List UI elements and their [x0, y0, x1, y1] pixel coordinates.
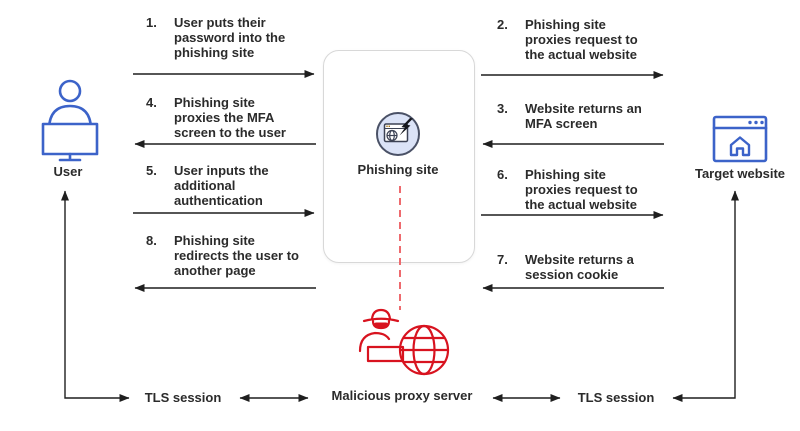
step-8: 8. Phishing site redirects the user to a… [146, 233, 302, 278]
step-1: 1. User puts their password into the phi… [146, 15, 302, 60]
target-website-icon [712, 115, 768, 163]
step-3-text: Website returns an MFA screen [525, 101, 642, 131]
step-5: 5. User inputs the additional authentica… [146, 163, 302, 208]
step-6-number: 6. [497, 167, 508, 182]
step-4-number: 4. [146, 95, 157, 110]
step-3: 3. Website returns an MFA screen [497, 101, 655, 131]
target-tls-connector [672, 190, 739, 402]
step-2-number: 2. [497, 17, 508, 32]
step-1-text: User puts their password into the phishi… [174, 15, 286, 60]
step-2: 2. Phishing site proxies request to the … [497, 17, 655, 62]
malicious-proxy-icon [358, 308, 450, 376]
step-8-text: Phishing site redirects the user to anot… [174, 233, 299, 278]
step-4: 4. Phishing site proxies the MFA screen … [146, 95, 302, 140]
user-icon [41, 79, 99, 162]
malicious-proxy-label: Malicious proxy server [331, 388, 473, 403]
step-7-number: 7. [497, 252, 508, 267]
step-7-text: Website returns a session cookie [525, 252, 634, 282]
step-2-text: Phishing site proxies request to the act… [525, 17, 638, 62]
target-website-label: Target website [694, 166, 786, 181]
user-label: User [53, 164, 83, 179]
step-3-number: 3. [497, 101, 508, 116]
red-dashed-link-line [399, 186, 401, 310]
step-4-text: Phishing site proxies the MFA screen to … [174, 95, 286, 140]
phishing-site-icon [376, 112, 420, 156]
phishing-site-label: Phishing site [357, 162, 439, 177]
step-5-text: User inputs the additional authenticatio… [174, 163, 269, 208]
step-6: 6. Phishing site proxies request to the … [497, 167, 655, 212]
tls-session-right-label: TLS session [577, 390, 655, 405]
user-tls-connector [61, 190, 130, 402]
step-1-number: 1. [146, 15, 157, 30]
tls-session-left-label: TLS session [144, 390, 222, 405]
step-7: 7. Website returns a session cookie [497, 252, 655, 282]
step-8-number: 8. [146, 233, 157, 248]
step-5-number: 5. [146, 163, 157, 178]
step-6-text: Phishing site proxies request to the act… [525, 167, 638, 212]
